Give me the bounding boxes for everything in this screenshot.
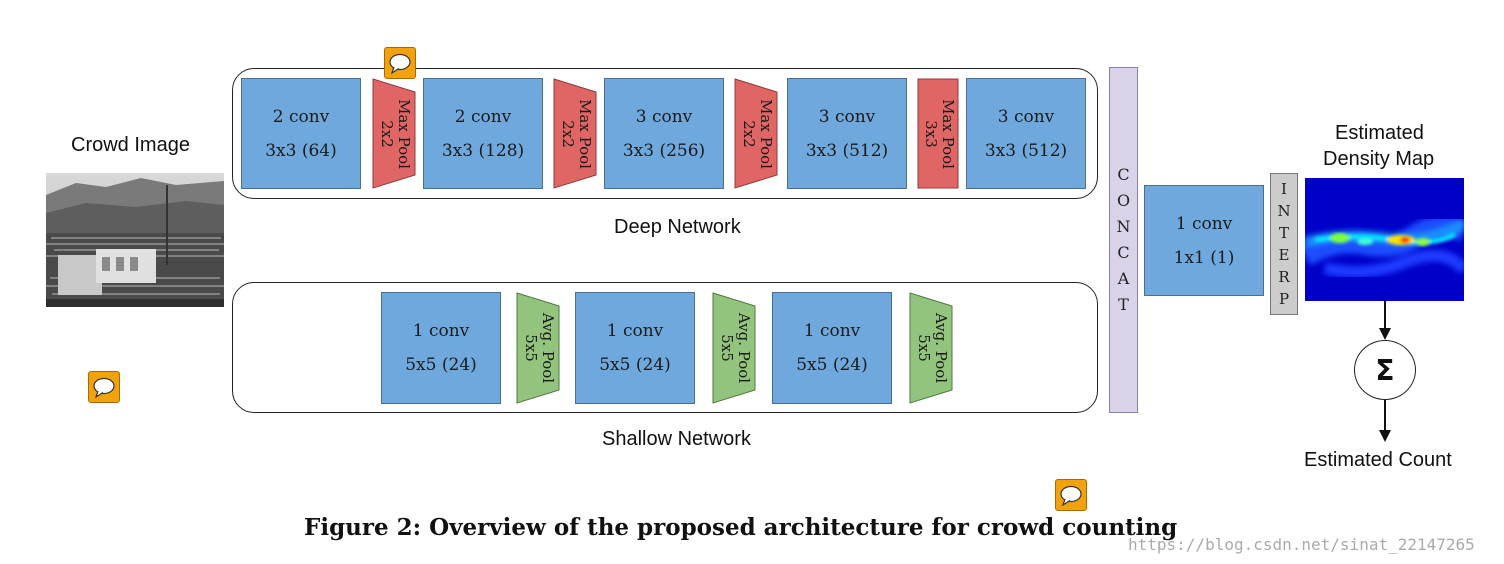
shallow-network-label: Shallow Network [602, 428, 751, 450]
deep-conv-block-2-kernel: 3x3 (128) [441, 140, 525, 161]
comment-note-icon[interactable] [384, 47, 416, 79]
concat-letter: T [1118, 295, 1129, 314]
max-pool-1-size: 2x2 [378, 120, 396, 148]
density-map-label-line2: Density Map [1323, 148, 1435, 170]
max-pool-1-shape [372, 78, 416, 189]
avg-pool-2-shape [712, 292, 756, 404]
estimated-count-label: Estimated Count [1304, 449, 1452, 471]
avg-pool-2-label: Avg. Pool 5x5 [716, 301, 753, 395]
max-pool-2-label: Max Pool 2x2 [557, 87, 594, 181]
crowd-image-label: Crowd Image [71, 134, 190, 156]
crowd-image [46, 173, 224, 307]
speech-bubble-icon [389, 53, 411, 75]
concat-letter: A [1117, 269, 1130, 288]
shallow-conv-block-3-layers: 1 conv [803, 321, 861, 341]
figure-caption: Figure 2: Overview of the proposed archi… [304, 514, 1178, 541]
max-pool-1-label: Max Pool 2x2 [376, 87, 413, 181]
interp-letter: P [1278, 290, 1290, 308]
density-heatmap-graphic [1305, 178, 1464, 301]
shallow-conv-block-1: 1 conv 5x5 (24) [381, 292, 501, 404]
deep-conv-block-4-layers: 3 conv [818, 106, 876, 127]
max-pool-2-shape [553, 78, 597, 189]
deep-conv-block-3-layers: 3 conv [635, 106, 693, 127]
concat-letter: C [1117, 165, 1130, 184]
density-map-image [1305, 178, 1464, 301]
interp-letter: I [1281, 180, 1287, 198]
deep-conv-block-3-kernel: 3x3 (256) [622, 140, 706, 161]
interp-letter: T [1278, 224, 1289, 242]
avg-pool-1-label: Avg. Pool 5x5 [520, 301, 557, 395]
concat-letter: O [1116, 191, 1131, 210]
interp-letter: E [1278, 246, 1290, 264]
concat-letter: N [1116, 217, 1131, 236]
comment-note-icon[interactable] [88, 371, 120, 403]
speech-bubble-icon [1060, 485, 1082, 507]
deep-conv-block-4-kernel: 3x3 (512) [805, 140, 889, 161]
deep-conv-block-5-layers: 3 conv [997, 106, 1055, 127]
max-pool-4-label: Max Pool 3x3 [920, 87, 957, 181]
max-pool-4-shape [917, 78, 959, 189]
shallow-conv-block-2-layers: 1 conv [606, 321, 664, 341]
shallow-conv-block-1-layers: 1 conv [412, 321, 470, 341]
deep-network-label: Deep Network [614, 216, 741, 238]
avg-pool-2-name: Avg. Pool [735, 312, 753, 384]
shallow-conv-block-1-kernel: 5x5 (24) [405, 355, 477, 375]
avg-pool-2-size: 5x5 [718, 334, 736, 362]
max-pool-3-shape [734, 78, 778, 189]
deep-conv-block-5-kernel: 3x3 (512) [984, 140, 1068, 161]
interp-layer: I N T E R P [1270, 173, 1298, 315]
max-pool-2-name: Max Pool [576, 99, 594, 169]
deep-conv-block-1-layers: 2 conv [272, 106, 330, 127]
arrow-to-count-head [1379, 430, 1391, 442]
avg-pool-3-label: Avg. Pool 5x5 [913, 301, 950, 395]
speech-bubble-icon [93, 377, 115, 399]
concat-letter: C [1117, 243, 1130, 262]
max-pool-4-name: Max Pool [939, 99, 957, 169]
final-conv-layers: 1 conv [1175, 213, 1233, 234]
shallow-conv-block-3: 1 conv 5x5 (24) [772, 292, 892, 404]
arrow-to-sum-head [1379, 328, 1391, 340]
watermark: https://blog.csdn.net/sinat_22147265 [1128, 535, 1475, 554]
deep-conv-block-4: 3 conv 3x3 (512) [787, 78, 907, 189]
crowd-photo-graphic [46, 173, 224, 307]
final-conv-kernel: 1x1 (1) [1173, 247, 1235, 268]
concat-layer: C O N C A T [1109, 67, 1138, 413]
shallow-conv-block-2-kernel: 5x5 (24) [599, 355, 671, 375]
avg-pool-3-name: Avg. Pool [932, 312, 950, 384]
shallow-conv-block-2: 1 conv 5x5 (24) [575, 292, 695, 404]
density-map-label-line1: Estimated [1335, 122, 1424, 144]
final-conv-block: 1 conv 1x1 (1) [1144, 185, 1264, 296]
flow-arrows [1379, 300, 1391, 442]
max-pool-1-name: Max Pool [395, 99, 413, 169]
max-pool-4-size: 3x3 [922, 120, 940, 148]
max-pool-2-size: 2x2 [559, 120, 577, 148]
comment-note-icon[interactable] [1055, 479, 1087, 511]
interp-letter: N [1277, 202, 1291, 220]
avg-pool-1-shape [516, 292, 560, 404]
max-pool-3-name: Max Pool [757, 99, 775, 169]
deep-conv-block-1-kernel: 3x3 (64) [265, 140, 337, 161]
avg-pool-3-shape [909, 292, 953, 404]
max-pool-3-label: Max Pool 2x2 [738, 87, 775, 181]
deep-conv-block-5: 3 conv 3x3 (512) [966, 78, 1086, 189]
sum-symbol: Σ [1375, 353, 1395, 387]
deep-conv-block-1: 2 conv 3x3 (64) [241, 78, 361, 189]
deep-conv-block-3: 3 conv 3x3 (256) [604, 78, 724, 189]
avg-pool-3-size: 5x5 [915, 334, 933, 362]
shallow-conv-block-3-kernel: 5x5 (24) [796, 355, 868, 375]
max-pool-3-size: 2x2 [740, 120, 758, 148]
interp-letter: R [1278, 268, 1290, 286]
avg-pool-1-name: Avg. Pool [539, 312, 557, 384]
sum-node: Σ [1354, 340, 1416, 400]
deep-conv-block-2-layers: 2 conv [454, 106, 512, 127]
deep-conv-block-2: 2 conv 3x3 (128) [423, 78, 543, 189]
avg-pool-1-size: 5x5 [522, 334, 540, 362]
